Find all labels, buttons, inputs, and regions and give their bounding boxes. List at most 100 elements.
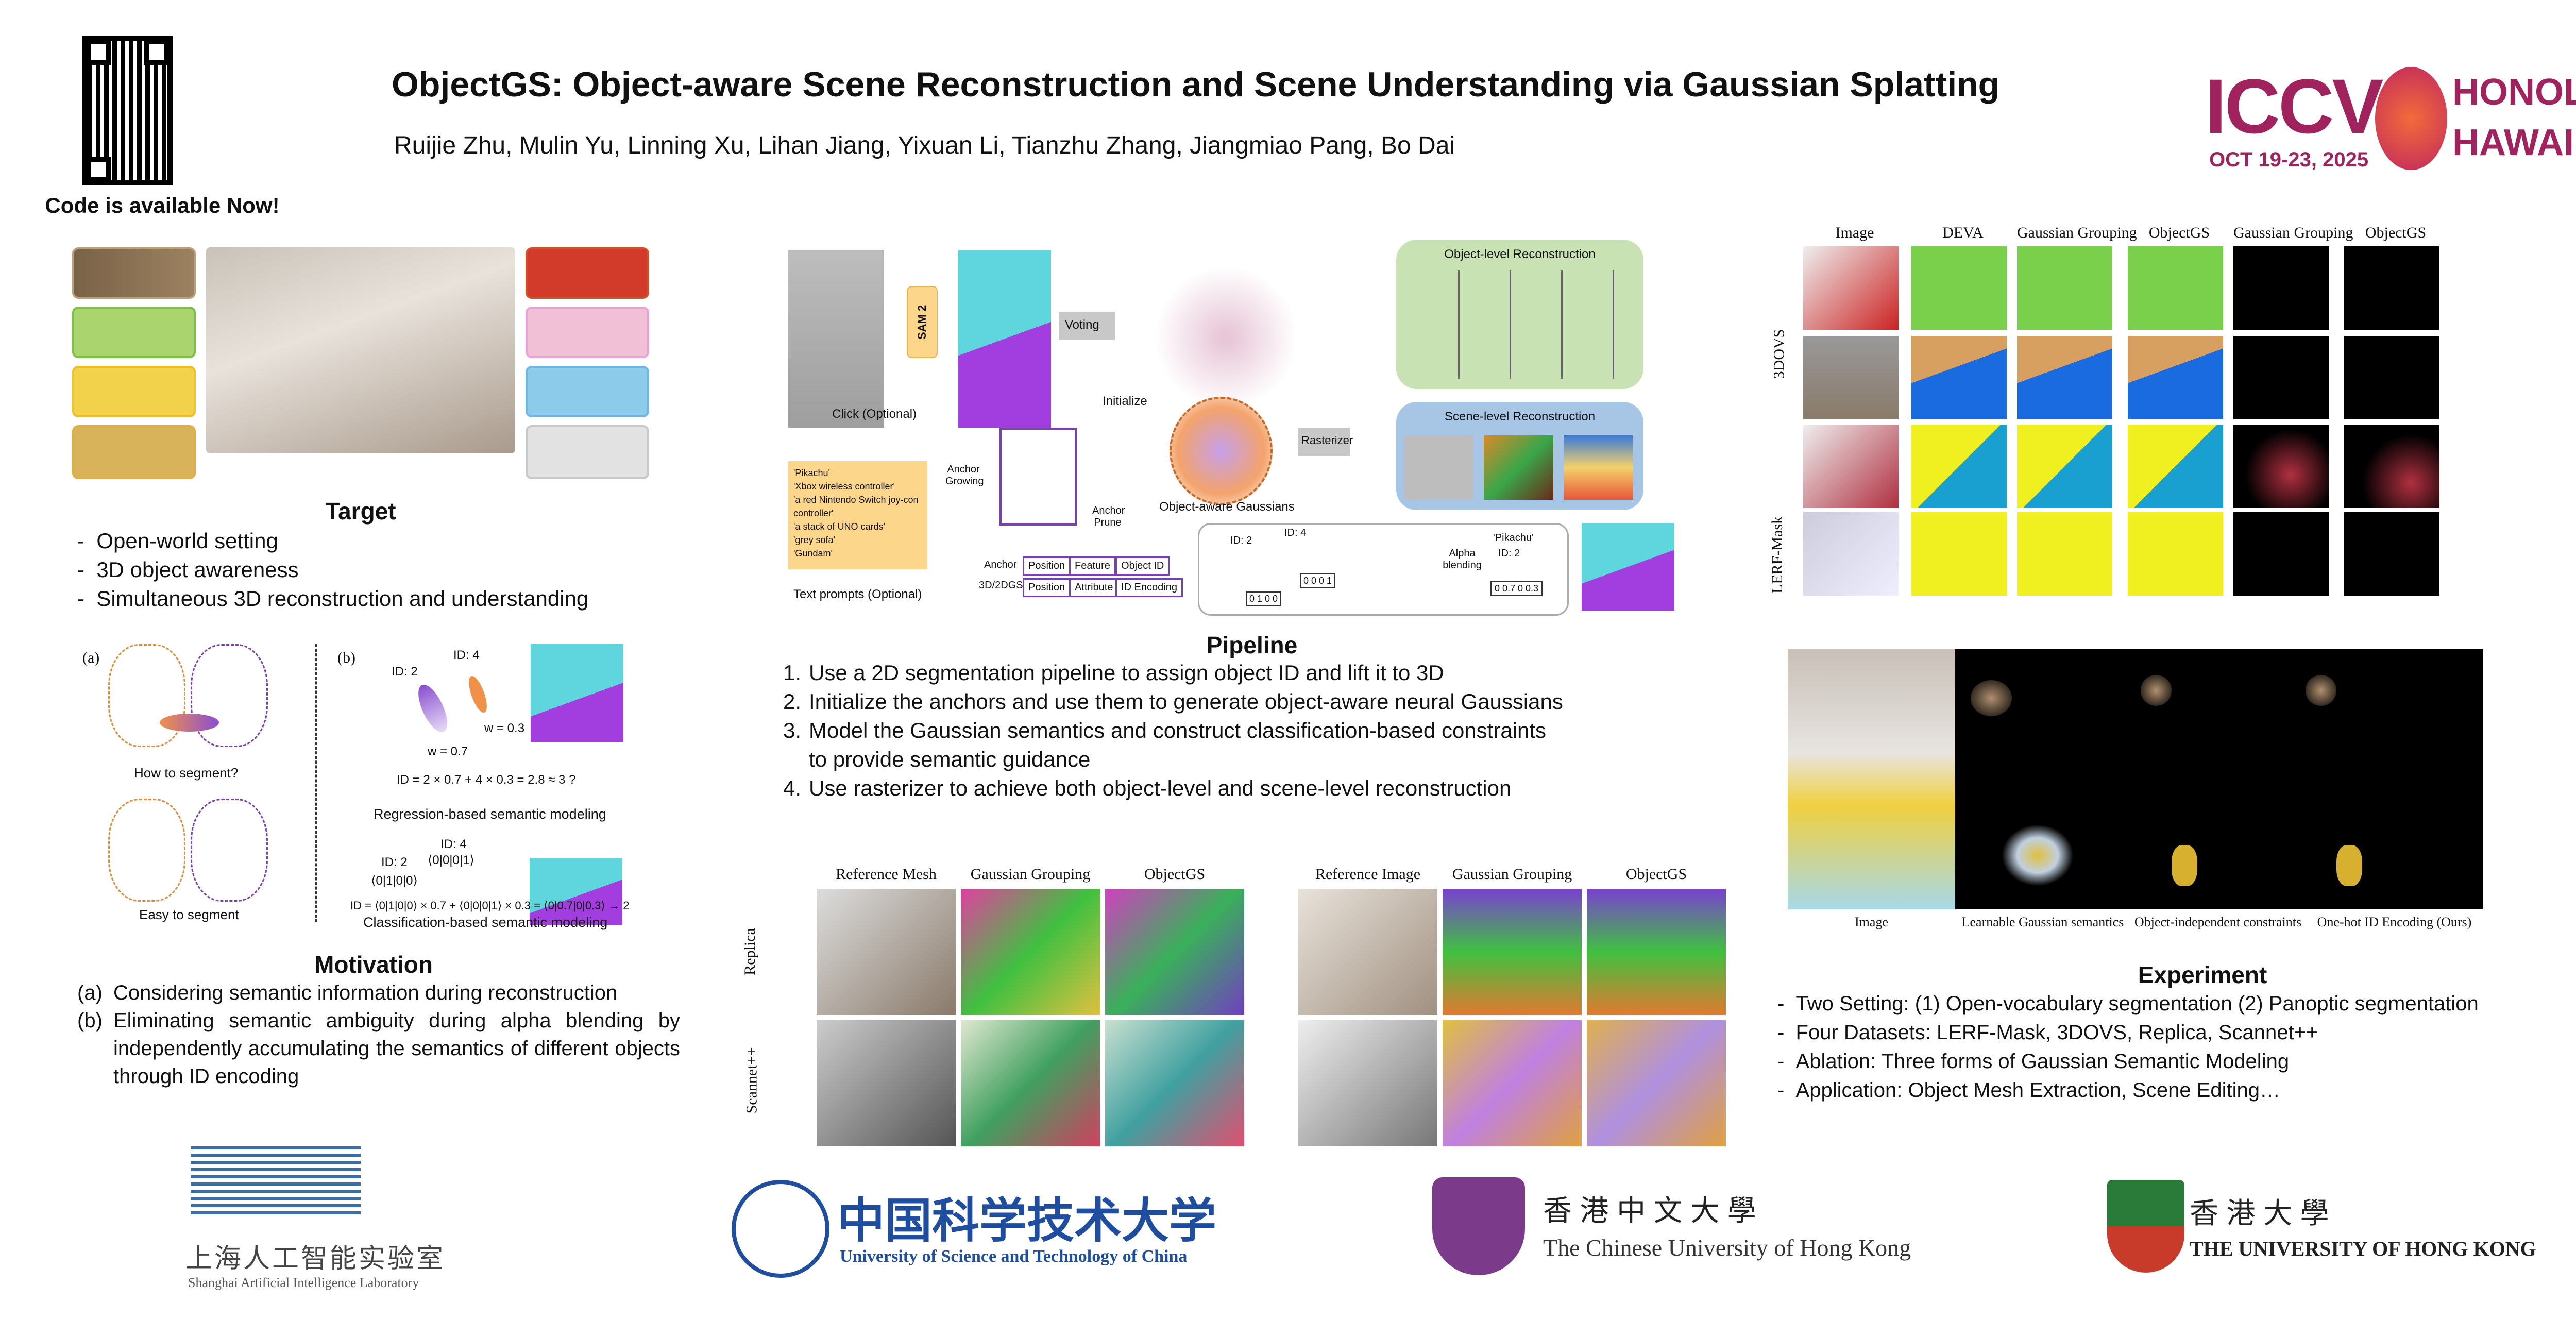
item-text: Eliminating semantic ambiguity during al… <box>113 1009 680 1088</box>
city-honolulu: HONOLULU <box>2452 72 2576 113</box>
column-header: Image <box>1855 915 1888 929</box>
experiment-item: - Two Setting: (1) Open-vocabulary segme… <box>1777 992 2479 1015</box>
experiment-item: - Application: Object Mesh Extraction, S… <box>1777 1079 2281 1102</box>
object-aware-gaussians-graphic <box>1170 397 1273 505</box>
motivation-list: (a) Considering semantic information duri… <box>77 979 680 1090</box>
hku-name-en: THE UNIVERSITY OF HONG KONG <box>2190 1237 2536 1260</box>
object-cubes <box>1417 270 1623 379</box>
mesh-image <box>1587 1020 1726 1146</box>
id2-encoding: 0 1 0 0 <box>1246 591 1282 606</box>
shlab-name-cn: 上海人工智能实验室 <box>185 1244 446 1274</box>
rgb-render <box>1404 435 1473 500</box>
segmentation-result-tile <box>1911 336 2007 419</box>
column-header: Learnable Gaussian semantics <box>1961 915 2124 929</box>
column-header: Gaussian Grouping <box>2233 224 2353 241</box>
id2-encoding: ⟨0|1|0|0⟩ <box>371 874 418 888</box>
figure-render <box>2002 824 2074 886</box>
iccv-logo: ICCV OCT 19-23, 2025 HONOLULUHAWAII <box>2205 62 2576 175</box>
city-hawaii: HAWAII <box>2452 122 2576 163</box>
sam2-block: SAM 2 <box>907 286 938 358</box>
poster-title: ObjectGS: Object-aware Scene Reconstruct… <box>392 65 2000 104</box>
scene-level-panel: Scene-level Reconstruction <box>1396 402 1643 510</box>
segmentation-comparison-figure: Image DEVA Gaussian Grouping ObjectGS Ga… <box>1769 216 2576 670</box>
motivation-heading: Motivation <box>314 951 433 978</box>
pipeline-step: 4.Use rasterizer to achieve both object-… <box>783 774 1710 803</box>
hibiscus-icon <box>2375 67 2447 170</box>
segmentation-result-tile <box>2128 336 2223 419</box>
column-header: Reference Image <box>1315 866 1421 883</box>
anchor-field: Feature <box>1069 556 1116 576</box>
result-vector: 0 0.7 0 0.3 <box>1490 581 1543 596</box>
column-header: Gaussian Grouping <box>1452 866 1572 883</box>
ambiguous-gaussian <box>160 714 219 732</box>
pipeline-step: 3.Model the Gaussian semantics and const… <box>783 716 1556 774</box>
weight-label: w = 0.3 <box>484 721 525 735</box>
step-text: Initialize the anchors and use them to g… <box>809 689 1563 714</box>
figure-render <box>2336 845 2362 886</box>
experiment-item: - Four Datasets: LERF-Mask, 3DOVS, Repli… <box>1777 1021 2318 1044</box>
anchor-field: Object ID <box>1115 556 1170 576</box>
segmentation-masks <box>958 250 1051 428</box>
ablation-input-image <box>1788 649 1955 909</box>
qr-finder <box>144 39 170 65</box>
panel-a-label: (a) <box>82 649 100 666</box>
item-text: Considering semantic information during … <box>113 982 618 1004</box>
anchor-growing-label: Anchor Growing <box>945 464 984 487</box>
figure-render <box>2172 845 2197 886</box>
ustc-name-en: University of Science and Technology of … <box>840 1247 1188 1266</box>
column-header: ObjectGS <box>1625 866 1687 883</box>
pipeline-step: 1.Use a 2D segmentation pipeline to assi… <box>783 658 1710 687</box>
segmentation-result-tile <box>2344 512 2439 596</box>
segmentation-result-tile <box>1911 512 2007 596</box>
purple-object-outline <box>191 799 268 902</box>
anchor-prune-label: Anchor Prune <box>1092 505 1125 528</box>
motivation-item: (a) Considering semantic information duri… <box>77 979 680 1007</box>
purple-object-outline <box>191 644 268 747</box>
segmentation-result-tile <box>1803 246 1899 330</box>
rasterizer-arrow: Rasterizer <box>1298 428 1353 456</box>
mesh-image <box>1587 889 1726 1015</box>
experiment-item-text: Four Datasets: LERF-Mask, 3DOVS, Replica… <box>1795 1021 2318 1044</box>
mesh-image <box>1443 1020 1582 1146</box>
cuhk-crest <box>1432 1177 1525 1275</box>
column-header: DEVA <box>1942 224 1984 241</box>
segmentation-result-tile <box>2128 246 2223 330</box>
hku-logo: 香 港 大 學 THE UNIVERSITY OF HONG KONG <box>2102 1180 2576 1283</box>
mesh-image <box>1298 1020 1437 1146</box>
voting-arrow: Voting <box>1059 312 1115 340</box>
qr-code[interactable] <box>82 36 173 185</box>
target-list: - Open-world setting - 3D object awarene… <box>77 527 588 613</box>
segmentation-result-tile <box>2017 425 2112 508</box>
qr-finder <box>86 157 111 182</box>
mesh-image <box>1298 889 1437 1015</box>
cuhk-logo: 香 港 中 文 大 學 The Chinese University of Ho… <box>1432 1177 1937 1280</box>
segmentation-result-tile <box>2017 336 2112 419</box>
motivation-item: (b)Eliminating semantic ambiguity during… <box>77 1007 680 1090</box>
segmentation-map <box>530 858 622 925</box>
target-item-text: 3D object awareness <box>96 557 299 582</box>
ablation-results <box>1955 649 2483 909</box>
segmentation-result-tile <box>2128 425 2223 508</box>
alpha-blending-panel: ID: 2 ID: 4 0 1 0 0 0 0 0 1 Alpha blendi… <box>1198 523 1569 616</box>
column-header: Gaussian Grouping <box>970 866 1091 883</box>
how-to-segment-label: How to segment? <box>134 765 239 781</box>
step-text: Model the Gaussian semantics and constru… <box>809 718 1547 771</box>
ustc-name-cn: 中国科学技术大学 <box>837 1195 1217 1247</box>
segmentation-map <box>531 644 623 742</box>
initialize-label: Initialize <box>1103 394 1147 408</box>
divider <box>315 644 317 922</box>
mesh-image <box>1105 1020 1244 1146</box>
weight-label: w = 0.7 <box>428 745 468 758</box>
target-item-text: Simultaneous 3D reconstruction and under… <box>96 586 589 611</box>
id4-encoding: 0 0 0 1 <box>1300 573 1336 588</box>
column-header: Reference Mesh <box>836 866 937 883</box>
object-aware-gaussians-label: Object-aware Gaussians <box>1159 500 1295 514</box>
shanghai-ai-lab-logo: 上海人工智能实验室 Shanghai Artificial Intelligen… <box>185 1146 495 1311</box>
pumpkin-render <box>1971 680 2012 716</box>
code-available-note: Code is available Now! <box>45 193 280 217</box>
easy-to-segment-label: Easy to segment <box>139 907 239 922</box>
item-marker: (a) <box>77 982 103 1004</box>
pumpkin-render <box>2306 675 2336 706</box>
prompt: 'Pikachu' <box>793 468 830 478</box>
purple-gaussian <box>412 681 453 736</box>
